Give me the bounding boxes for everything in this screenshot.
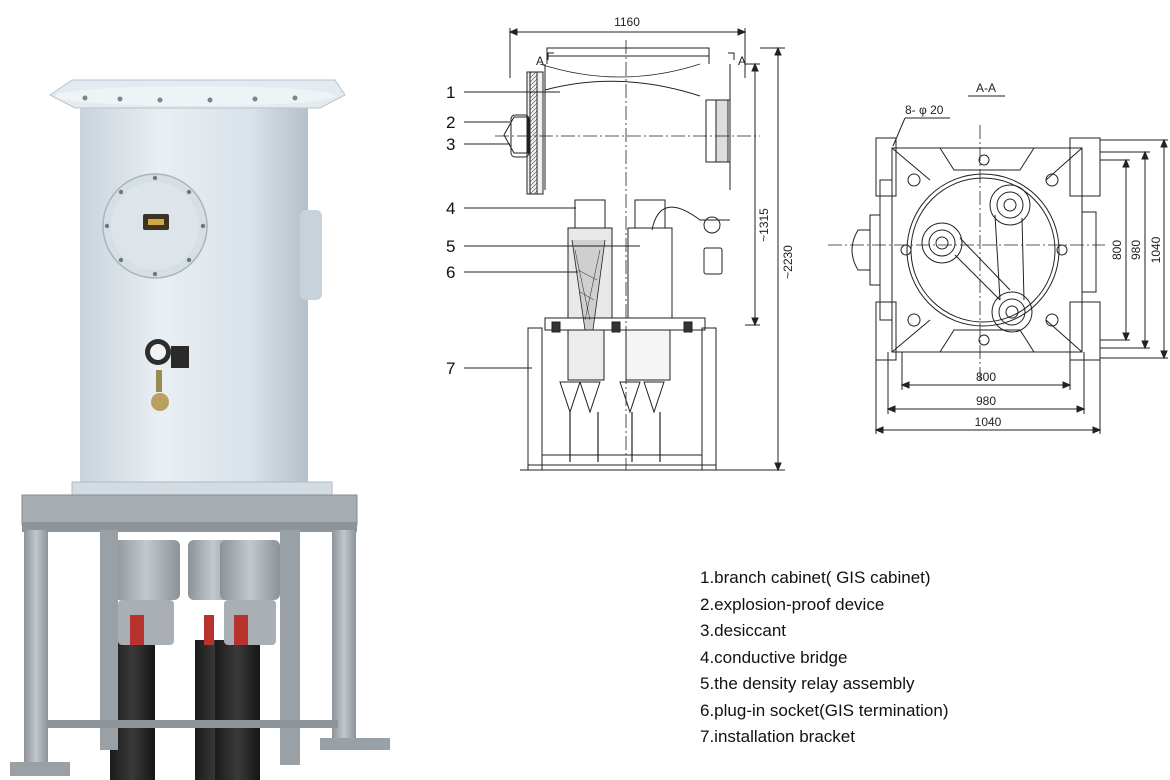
section-dim-v-1040: 1040 xyxy=(1149,236,1163,263)
callout-3: 3 xyxy=(446,135,455,154)
legend-item: 1.branch cabinet( GIS cabinet) xyxy=(700,568,931,587)
cables xyxy=(110,640,260,780)
section-explosion-device xyxy=(851,229,871,271)
section-title: A-A xyxy=(976,81,996,95)
dim-width-label: 1160 xyxy=(614,15,640,29)
section-bolts xyxy=(900,154,1068,346)
section-dim-v-980: 980 xyxy=(1129,240,1143,260)
cover-flange xyxy=(102,173,208,279)
legend-item: 7.installation bracket xyxy=(700,727,855,746)
section-holes-label: 8- φ 20 xyxy=(905,103,944,117)
legend-item: 6.plug-in socket(GIS termination) xyxy=(700,700,949,720)
callout-1: 1 xyxy=(446,83,455,102)
bracket-left-leg xyxy=(527,327,543,471)
section-terminals xyxy=(921,184,1033,333)
plug-in-sockets xyxy=(112,540,280,645)
bracket-right-leg xyxy=(701,327,717,471)
product-photo xyxy=(10,79,390,780)
gis-tank xyxy=(49,79,346,497)
callout-5: 5 xyxy=(446,237,455,256)
density-relay xyxy=(145,339,189,411)
density-relay-gauge xyxy=(703,216,721,234)
left-flange xyxy=(526,71,544,195)
conductive-bridge-left xyxy=(574,199,606,229)
callout-7: 7 xyxy=(446,359,455,378)
parts-legend: 1.branch cabinet( GIS cabinet) 2.explosi… xyxy=(700,565,949,751)
section-mark-left: A xyxy=(536,54,544,68)
legend-item: 2.explosion-proof device xyxy=(700,594,885,614)
section-dim-v-800: 800 xyxy=(1110,240,1124,260)
dim-upper-label: ~1315 xyxy=(757,208,771,242)
installation-bracket xyxy=(10,494,390,776)
section-vessel-circle xyxy=(906,173,1060,327)
top-plate xyxy=(546,47,710,57)
section-frame xyxy=(891,147,1083,353)
callout-4: 4 xyxy=(446,199,455,218)
section-dim-h-800: 800 xyxy=(976,370,996,384)
density-relay-pipe xyxy=(651,206,730,231)
section-dim-h-980: 980 xyxy=(976,394,996,408)
legend-item: 3.desiccant xyxy=(700,621,786,640)
legend-item: 5.the density relay assembly xyxy=(700,674,915,693)
base-plate xyxy=(544,317,706,331)
dim-total-label: ~2230 xyxy=(781,245,795,279)
callout-6: 6 xyxy=(446,263,455,282)
section-mark-right: A xyxy=(738,54,746,68)
legend-item: 4.conductive bridge xyxy=(700,647,848,667)
section-dim-h-1040: 1040 xyxy=(975,415,1002,429)
desiccant-box xyxy=(705,99,731,163)
callout-2: 2 xyxy=(446,113,455,132)
explosion-proof-device xyxy=(503,116,529,154)
conductive-bridge-right xyxy=(634,199,666,229)
